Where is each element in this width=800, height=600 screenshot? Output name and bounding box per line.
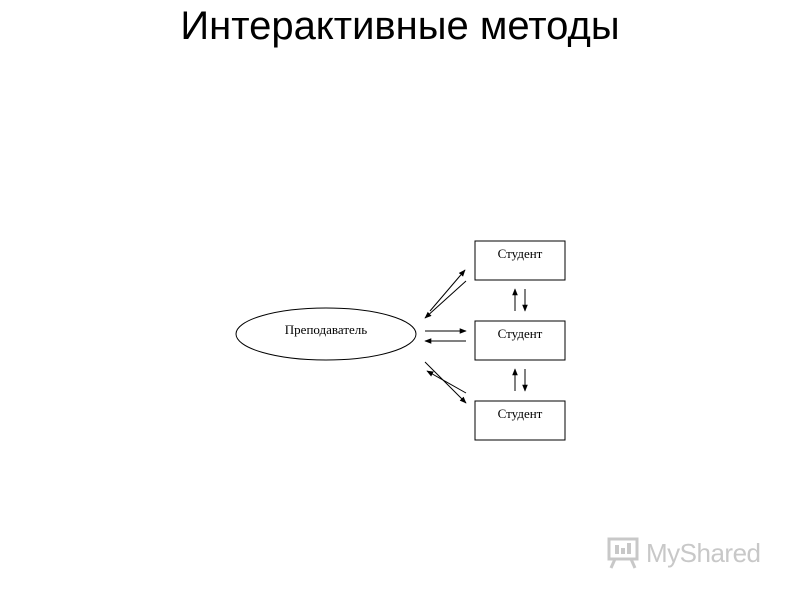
arrow-student-3-to-teacher bbox=[426, 370, 467, 394]
page-title: Интерактивные методы bbox=[180, 4, 620, 48]
teacher-label: Преподаватель bbox=[285, 322, 367, 337]
student-label-2: Студент bbox=[498, 326, 543, 341]
student-node-1: Студент bbox=[474, 240, 566, 281]
watermark: MyShared bbox=[606, 535, 761, 571]
student-node-2: Студент bbox=[474, 320, 566, 361]
arrow-student-1-to-teacher bbox=[424, 280, 467, 319]
student-node-3: Студент bbox=[474, 400, 566, 441]
teacher-node: Преподаватель bbox=[235, 307, 417, 361]
presentation-board-icon bbox=[607, 537, 639, 569]
arrow-teacher-to-student-3 bbox=[424, 361, 467, 404]
arrow-teacher-to-student-1 bbox=[429, 269, 466, 312]
student-label-3: Студент bbox=[498, 406, 543, 421]
watermark-text: MyShared bbox=[646, 537, 761, 568]
student-label-1: Студент bbox=[498, 246, 543, 261]
